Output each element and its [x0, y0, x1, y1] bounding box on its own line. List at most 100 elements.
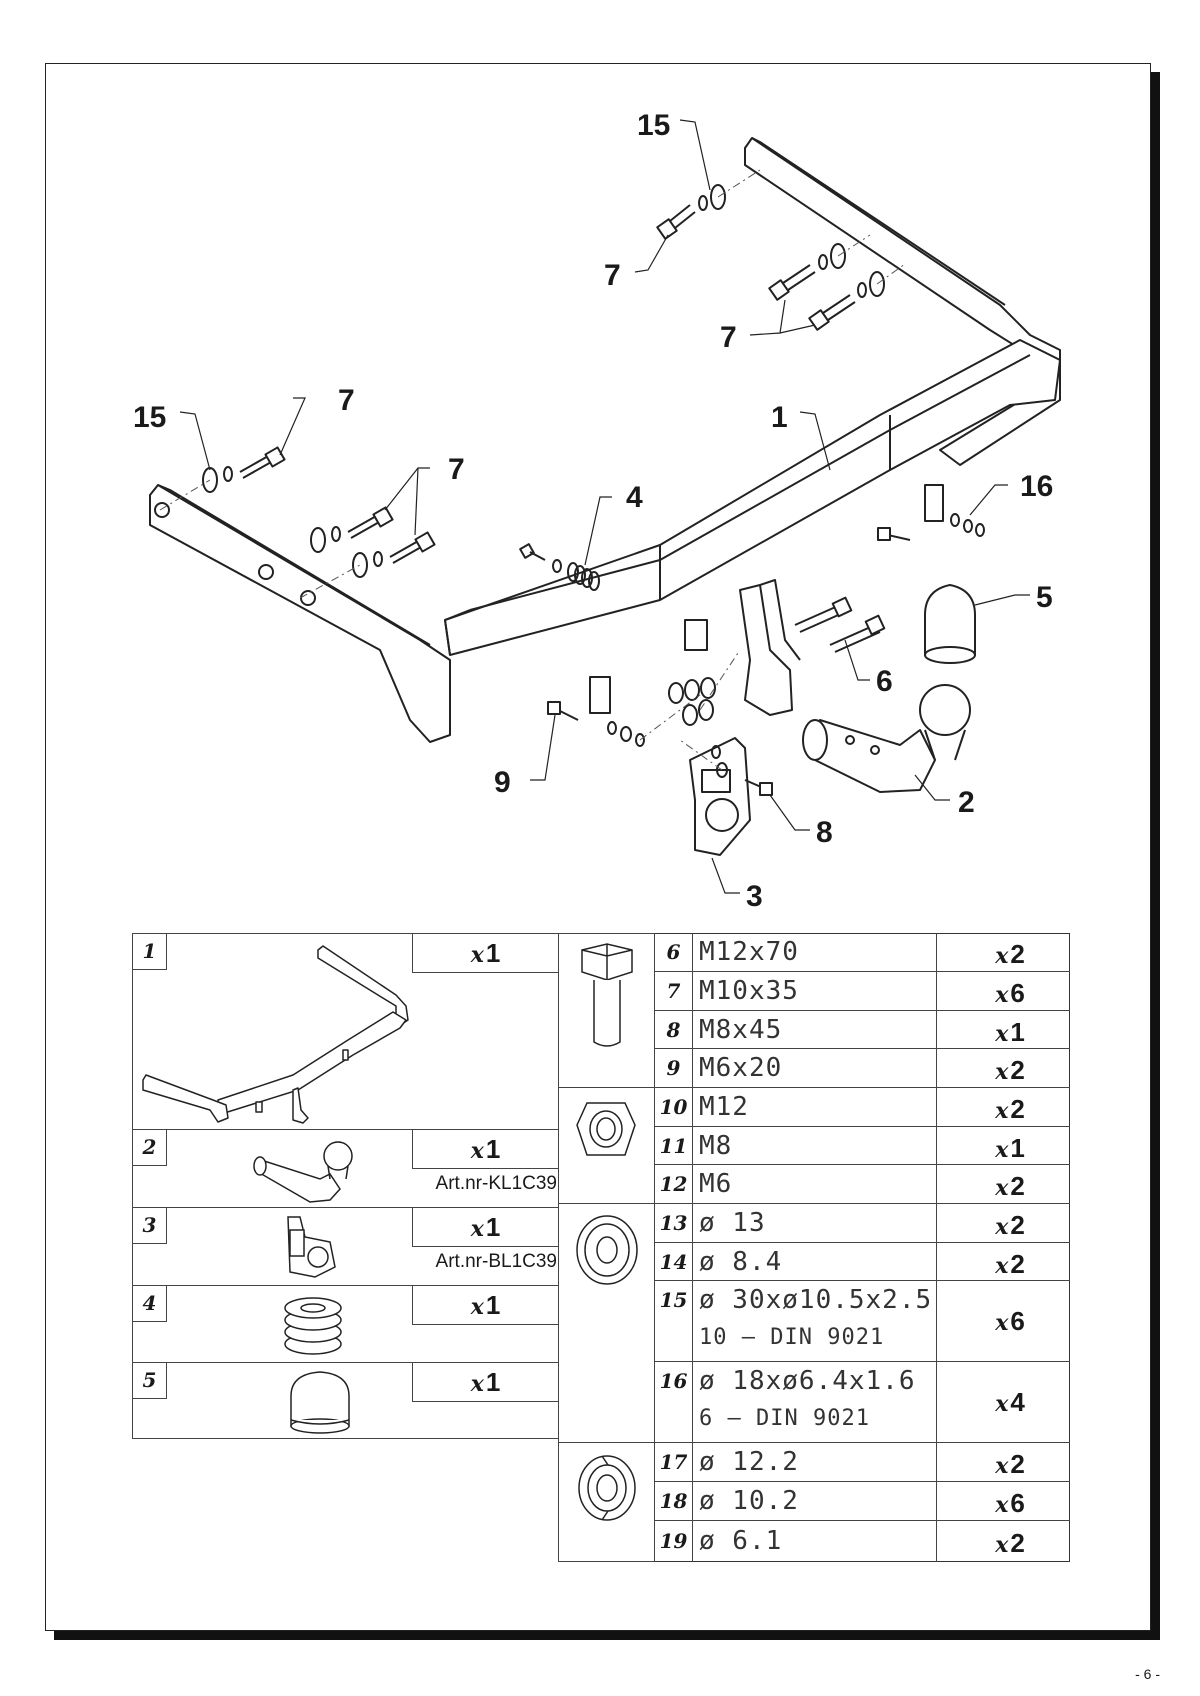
spring-washer-icon	[578, 1455, 636, 1521]
part-row-15: 15 ø 30xø10.5x2.5 10 – DIN 9021 x6	[655, 1281, 1070, 1362]
callout-3: 3	[746, 880, 763, 913]
part-spec: ø 10.2	[693, 1482, 937, 1520]
part-number: 16	[655, 1362, 693, 1442]
part-quantity: x1	[412, 1207, 559, 1247]
part-spec: M12	[693, 1088, 937, 1126]
part-number: 6	[655, 933, 693, 971]
part-quantity: x6	[937, 1482, 1083, 1520]
part-quantity: x1	[412, 1362, 559, 1402]
part-quantity: x4	[937, 1362, 1083, 1442]
qty-value: 1	[485, 1134, 501, 1164]
part-quantity: x2	[937, 1049, 1083, 1087]
part-number: 4	[133, 1286, 167, 1322]
part-number: 12	[655, 1165, 693, 1203]
part-row-18: 18 ø 10.2 x6	[655, 1482, 1070, 1521]
bolt-icon	[581, 943, 633, 1047]
part-spec: M8	[693, 1127, 937, 1164]
qty-value: 1	[485, 938, 501, 968]
part-spec: ø 6.1	[693, 1521, 937, 1562]
tow-ball-neck	[814, 719, 936, 793]
part-number: 10	[655, 1088, 693, 1126]
callout-7-d: 7	[448, 453, 465, 486]
part-number: 9	[655, 1049, 693, 1087]
ball-cover	[924, 584, 976, 656]
page-number: - 6 -	[1135, 1666, 1160, 1682]
part-spec: M10x35	[693, 972, 937, 1010]
callout-2: 2	[958, 786, 975, 819]
part-number: 13	[655, 1204, 693, 1242]
qty-prefix: x	[470, 942, 484, 968]
qty-value: 6	[1010, 1488, 1025, 1518]
qty-prefix: x	[995, 943, 1009, 969]
socket-plate-thumbnail	[287, 1216, 336, 1278]
callout-6: 6	[876, 665, 893, 698]
part-spec: M8x45	[693, 1011, 937, 1048]
bolt-group-left	[202, 446, 436, 578]
part-row-8: 8 M8x45 x1	[655, 1011, 1070, 1049]
part-row-19: 19 ø 6.1 x2	[655, 1521, 1070, 1562]
qty-value: 2	[1010, 1528, 1025, 1558]
qty-value: 1	[485, 1290, 501, 1320]
article-number: Art.nr-BL1C39	[435, 1251, 557, 1272]
left-side-bracket	[149, 484, 451, 743]
qty-value: 2	[1010, 1171, 1025, 1201]
part-number: 8	[655, 1011, 693, 1048]
part-spec-line-1: ø 30xø10.5x2.5	[699, 1285, 933, 1315]
callout-15-top: 15	[637, 109, 671, 142]
qty-prefix: x	[995, 1214, 1009, 1240]
callout-1: 1	[771, 401, 788, 434]
qty-value: 4	[1010, 1387, 1025, 1417]
qty-prefix: x	[995, 1310, 1009, 1336]
right-side-bracket	[744, 137, 1061, 466]
part-quantity: x2	[937, 1088, 1083, 1126]
qty-prefix: x	[995, 1253, 1009, 1279]
part-spec: ø 30xø10.5x2.5 10 – DIN 9021	[693, 1281, 937, 1361]
part-quantity: x1	[937, 1011, 1083, 1048]
part-quantity: x1	[412, 933, 559, 973]
part-spec: M12x70	[693, 933, 937, 971]
qty-value: 2	[1010, 939, 1025, 969]
spring-part	[519, 543, 600, 591]
part-row-16: 16 ø 18xø6.4x1.6 6 – DIN 9021 x4	[655, 1362, 1070, 1443]
center-mount-bracket	[739, 584, 793, 716]
callout-7-c: 7	[338, 384, 355, 417]
nut-icon	[576, 1102, 636, 1156]
qty-value: 1	[1010, 1133, 1025, 1163]
qty-prefix: x	[470, 1216, 484, 1242]
callout-8: 8	[816, 816, 833, 849]
part-number: 1	[133, 934, 167, 970]
callout-16: 16	[1020, 470, 1054, 503]
qty-value: 2	[1010, 1210, 1025, 1240]
part-quantity: x6	[937, 1281, 1083, 1361]
part-row-13: 13 ø 13 x2	[655, 1204, 1070, 1243]
part-row-7: 7 M10x35 x6	[655, 972, 1070, 1011]
washer-icon-cell	[558, 1203, 655, 1443]
callout-5: 5	[1036, 581, 1053, 614]
part-row-6: 6 M12x70 x2	[655, 933, 1070, 972]
towbar-assembly-thumbnail	[142, 945, 409, 1124]
part-number: 7	[655, 972, 693, 1010]
part-spec: ø 8.4	[693, 1243, 937, 1280]
spring-thumbnail	[284, 1297, 342, 1355]
qty-prefix: x	[995, 982, 1009, 1008]
qty-prefix: x	[995, 1059, 1009, 1085]
part-number: 14	[655, 1243, 693, 1280]
qty-value: 1	[485, 1212, 501, 1242]
qty-prefix: x	[995, 1098, 1009, 1124]
qty-value: 6	[1010, 1306, 1025, 1336]
part-spec: M6	[693, 1165, 937, 1203]
part-number: 18	[655, 1482, 693, 1520]
part-quantity: x2	[937, 1165, 1083, 1203]
qty-prefix: x	[995, 1137, 1009, 1163]
callout-7-a: 7	[604, 259, 621, 292]
qty-prefix: x	[995, 1492, 1009, 1518]
part-spec: ø 13	[693, 1204, 937, 1242]
washer-icon	[576, 1215, 638, 1285]
tow-ball	[919, 684, 971, 736]
qty-prefix: x	[995, 1021, 1009, 1047]
qty-value: 6	[1010, 978, 1025, 1008]
part-spec: ø 12.2	[693, 1443, 937, 1481]
ball-cover-thumbnail	[290, 1371, 350, 1434]
article-number: Art.nr-KL1C39	[435, 1173, 557, 1194]
part-row-14: 14 ø 8.4 x2	[655, 1243, 1070, 1281]
